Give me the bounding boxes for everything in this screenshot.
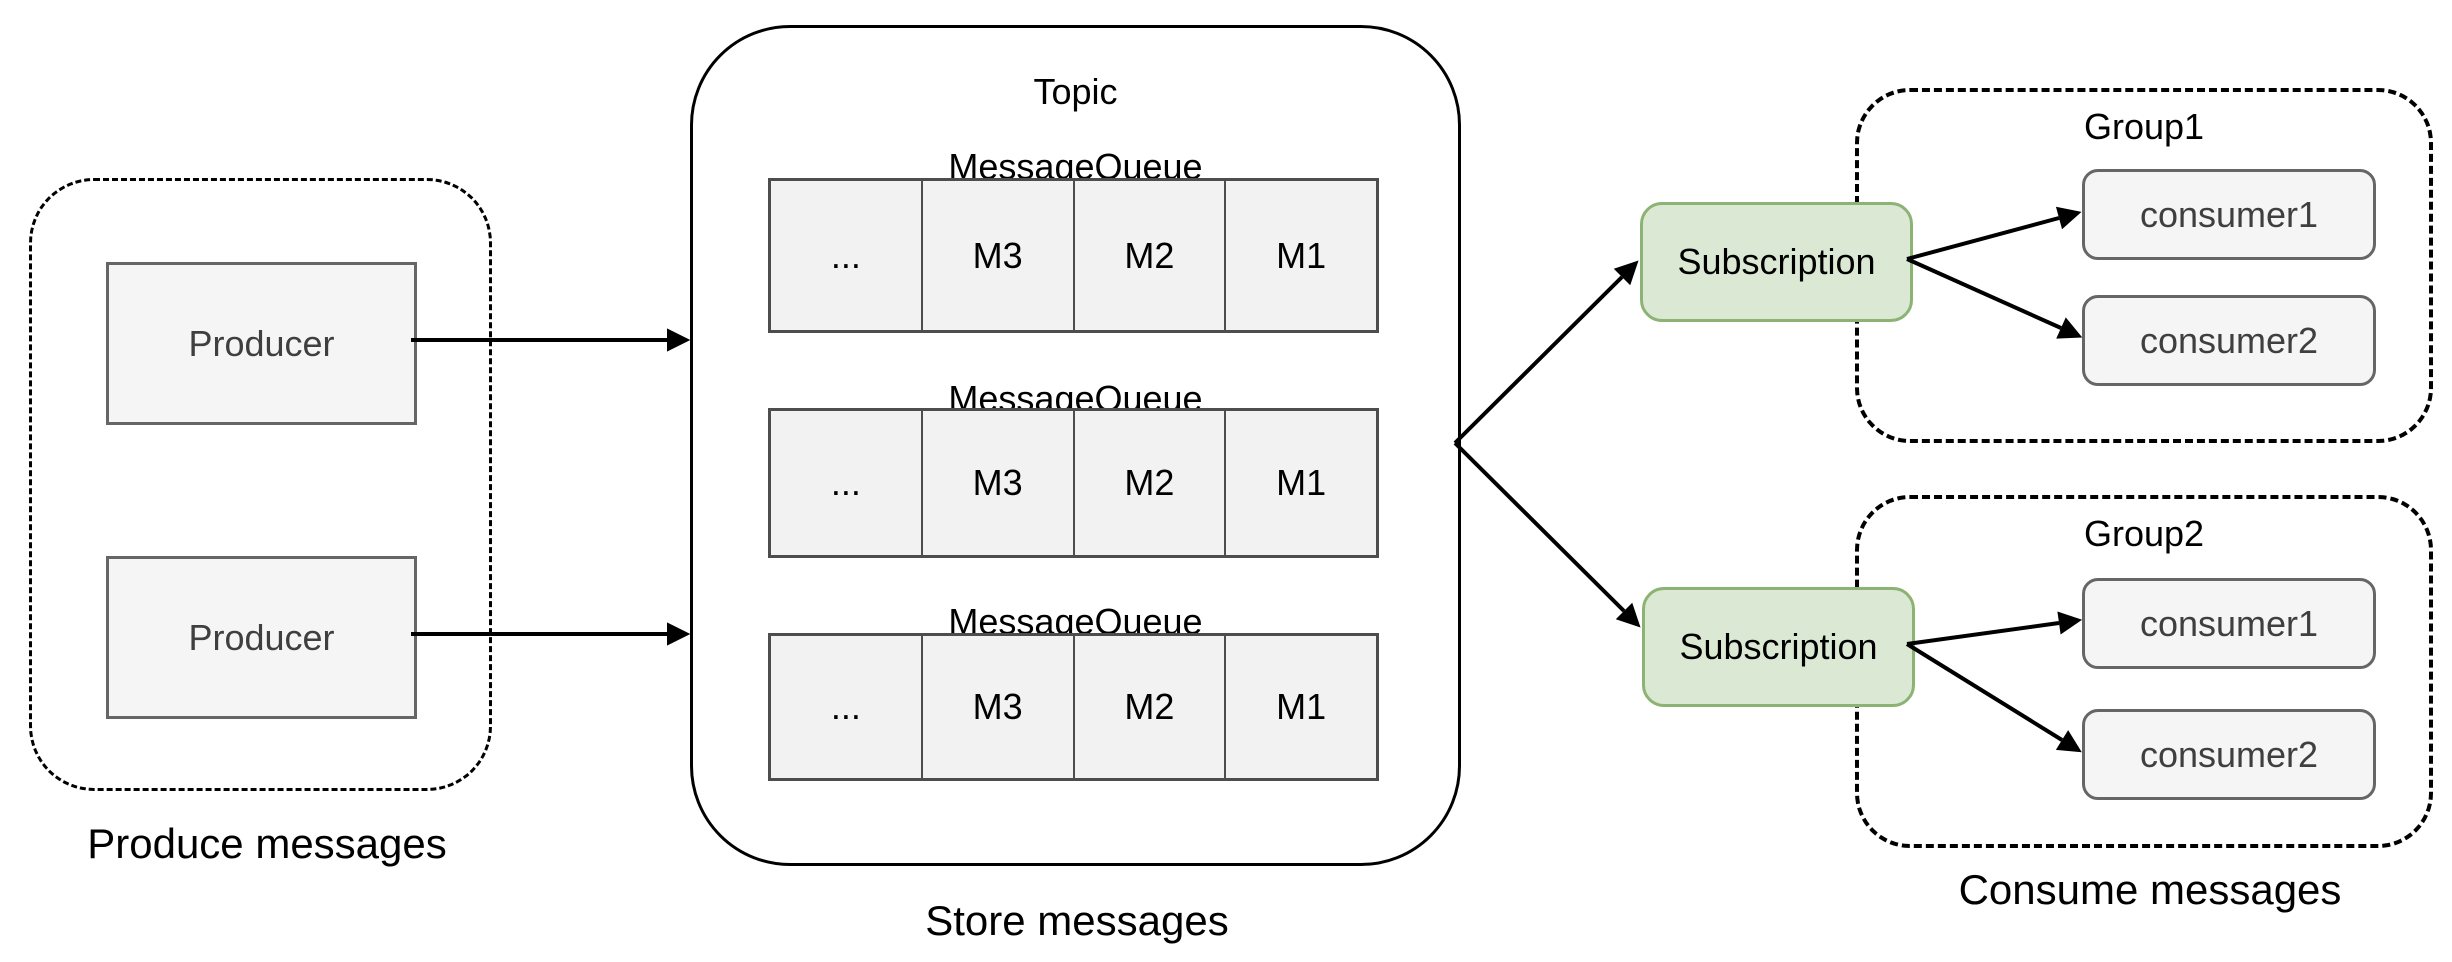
produce-messages-label: Produce messages bbox=[87, 820, 447, 867]
group2-consumer1-box: consumer1 bbox=[2082, 578, 2376, 669]
group1-title: Group1 bbox=[2083, 106, 2205, 147]
queue-3-cell-m1: M1 bbox=[1225, 633, 1379, 781]
group1-consumer2-label: consumer2 bbox=[2139, 319, 2319, 361]
group2-consumer2-box: consumer2 bbox=[2082, 709, 2376, 800]
subscription-1-label: Subscription bbox=[1677, 241, 1876, 282]
subscription-box-1: Subscription bbox=[1640, 202, 1913, 322]
message-queue-1: ... M3 M2 M1 bbox=[768, 178, 1379, 333]
message-queue-3: ... M3 M2 M1 bbox=[768, 633, 1379, 781]
subscription-2-label: Subscription bbox=[1679, 626, 1878, 667]
group2-title: Group2 bbox=[2083, 513, 2205, 554]
queue-1-cell-m1: M1 bbox=[1225, 178, 1379, 333]
group1-consumer1-label: consumer1 bbox=[2139, 193, 2319, 235]
producer-box-1: Producer bbox=[106, 262, 417, 425]
group2-consumer2-label: consumer2 bbox=[2139, 733, 2319, 775]
queue-3-cell-more: ... bbox=[768, 633, 922, 781]
subscription-box-2: Subscription bbox=[1642, 587, 1915, 707]
producer-box-2: Producer bbox=[106, 556, 417, 719]
producers-group-container bbox=[29, 178, 492, 791]
producer-1-label: Producer bbox=[188, 322, 335, 364]
queue-2-cell-m1: M1 bbox=[1225, 408, 1379, 558]
message-queue-2: ... M3 M2 M1 bbox=[768, 408, 1379, 558]
queue-2-cell-m3: M3 bbox=[921, 408, 1074, 558]
queue-1-cell-m3: M3 bbox=[921, 178, 1074, 333]
consume-messages-label: Consume messages bbox=[1958, 866, 2342, 913]
queue-1-cell-more: ... bbox=[768, 178, 922, 333]
group1-container: Group1 bbox=[1855, 88, 2433, 443]
group2-consumer1-label: consumer1 bbox=[2139, 602, 2319, 644]
queue-2-cell-m2: M2 bbox=[1073, 408, 1226, 558]
arrow-topic-to-subscription1 bbox=[1453, 260, 1639, 445]
arrow-topic-to-subscription2 bbox=[1453, 441, 1641, 628]
queue-3-cell-m3: M3 bbox=[921, 633, 1074, 781]
topic-container: Topic MessageQueue ... M3 M2 M1 MessageQ… bbox=[690, 25, 1461, 866]
queue-2-cell-more: ... bbox=[768, 408, 922, 558]
group1-consumer2-box: consumer2 bbox=[2082, 295, 2376, 386]
producer-2-label: Producer bbox=[188, 616, 335, 658]
queue-1-cell-m2: M2 bbox=[1073, 178, 1226, 333]
store-messages-label: Store messages bbox=[925, 897, 1229, 944]
topic-title: Topic bbox=[1033, 71, 1118, 112]
queue-3-cell-m2: M2 bbox=[1073, 633, 1226, 781]
group1-consumer1-box: consumer1 bbox=[2082, 169, 2376, 260]
